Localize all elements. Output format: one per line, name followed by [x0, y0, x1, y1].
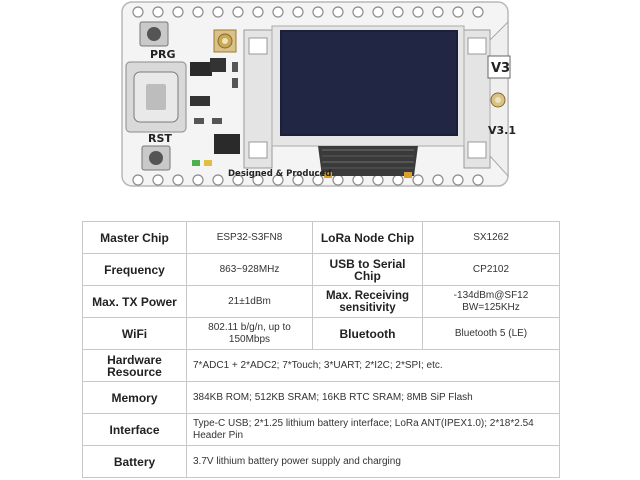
chip-small-3: [190, 96, 210, 106]
spec-label: WiFi: [82, 317, 187, 350]
led-green: [192, 160, 200, 166]
credit-text: Designed & Produced: [228, 169, 331, 179]
sub-version-label: V3.1: [488, 124, 516, 137]
spec-value: Bluetooth 5 (LE): [422, 317, 560, 350]
spec-value: SX1262: [422, 221, 560, 254]
board-svg: PRG RST: [121, 1, 516, 187]
spec-label: Max. Receiving sensitivity: [312, 285, 423, 318]
bottom-header-pins: [132, 174, 484, 186]
spec-value: ESP32-S3FN8: [186, 221, 313, 254]
spec-value: -134dBm@SF12 BW=125KHz: [422, 285, 560, 318]
spec-value: 384KB ROM; 512KB SRAM; 16KB RTC SRAM; 8M…: [186, 381, 560, 414]
spec-label: Battery: [82, 445, 187, 478]
spec-value: 7*ADC1 + 2*ADC2; 7*Touch; 3*UART; 2*I2C;…: [186, 349, 560, 382]
display-frame-left: [243, 29, 273, 169]
table-row: Master Chip ESP32-S3FN8 LoRa Node Chip S…: [82, 221, 560, 254]
table-row: WiFi 802.11 b/g/n, up to 150Mbps Bluetoo…: [82, 317, 560, 350]
spec-table: Master Chip ESP32-S3FN8 LoRa Node Chip S…: [82, 221, 560, 478]
led-yellow: [204, 160, 212, 166]
spec-label: Master Chip: [82, 221, 187, 254]
spec-label: Max. TX Power: [82, 285, 187, 318]
spec-label: LoRa Node Chip: [312, 221, 423, 254]
version-label: V3: [491, 61, 510, 76]
antenna-connector: [213, 29, 237, 53]
spec-label: Bluetooth: [312, 317, 423, 350]
table-row: Interface Type-C USB; 2*1.25 lithium bat…: [82, 413, 560, 446]
rst-button-graphic: [141, 145, 171, 171]
spec-value: Type-C USB; 2*1.25 lithium battery inter…: [186, 413, 560, 446]
spec-value: 802.11 b/g/n, up to 150Mbps: [186, 317, 313, 350]
table-row: Frequency 863~928MHz USB to Serial Chip …: [82, 253, 560, 286]
table-row: Battery 3.7V lithium battery power suppl…: [82, 445, 560, 478]
lora-antenna-area: [487, 20, 511, 178]
spec-value: 21±1dBm: [186, 285, 313, 318]
usb-c-port: [125, 61, 187, 133]
rst-label: RST: [148, 132, 172, 145]
chip-small-1: [190, 62, 212, 76]
table-row: Max. TX Power 21±1dBm Max. Receiving sen…: [82, 285, 560, 318]
spec-label: Frequency: [82, 253, 187, 286]
table-row: Memory 384KB ROM; 512KB SRAM; 16KB RTC S…: [82, 381, 560, 414]
spec-label: USB to Serial Chip: [312, 253, 423, 286]
table-row: Hardware Resource 7*ADC1 + 2*ADC2; 7*Tou…: [82, 349, 560, 382]
chip-small-2: [210, 58, 226, 72]
spec-value: 863~928MHz: [186, 253, 313, 286]
spec-label: Memory: [82, 381, 187, 414]
spec-label: Hardware Resource: [82, 349, 187, 382]
board-illustration: PRG RST: [0, 0, 640, 200]
prg-button-graphic: [139, 21, 169, 47]
display-frame-right: [463, 29, 491, 169]
spec-value: CP2102: [422, 253, 560, 286]
chip-small-4: [214, 134, 240, 154]
top-header-pins: [132, 6, 484, 18]
spec-value: 3.7V lithium battery power supply and ch…: [186, 445, 560, 478]
spec-label: Interface: [82, 413, 187, 446]
display-ribbon: [318, 146, 418, 178]
prg-label: PRG: [150, 48, 176, 61]
resistors: [194, 62, 238, 124]
